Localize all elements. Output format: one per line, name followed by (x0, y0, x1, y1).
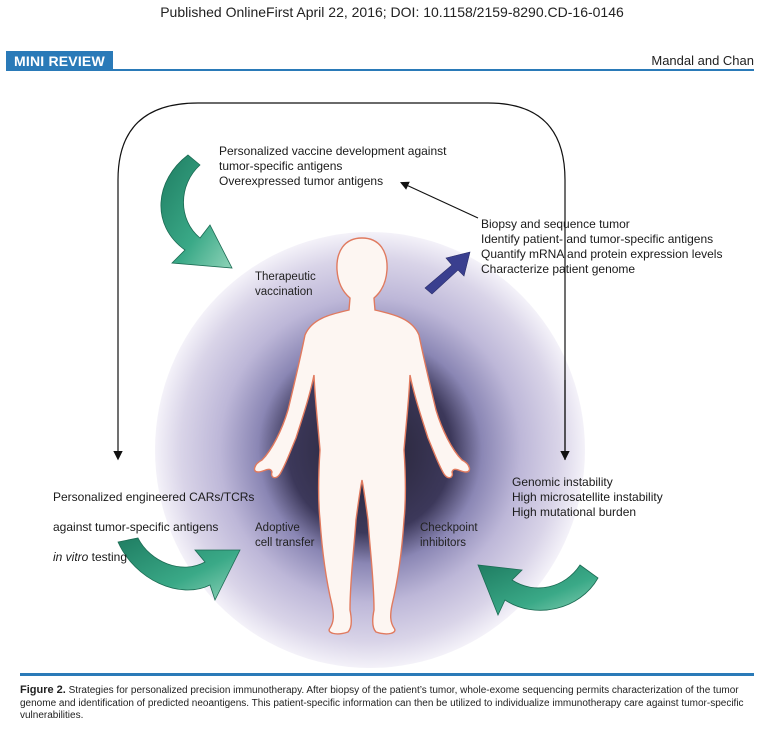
genomic-instability-text: Genomic instability High microsatellite … (512, 475, 663, 519)
cars-line-3-rest: testing (88, 550, 128, 564)
blue-arrow-biopsy (424, 251, 471, 295)
loop-line (113, 102, 566, 461)
section-badge: MINI REVIEW (6, 51, 113, 71)
figure-caption: Figure 2. Strategies for personalized pr… (20, 684, 754, 723)
publication-line: Published OnlineFirst April 22, 2016; DO… (160, 4, 624, 20)
figure-diagram (113, 102, 599, 668)
biopsy-text: Biopsy and sequence tumor Identify patie… (481, 217, 723, 276)
header-rule (6, 69, 754, 71)
in-vitro-italic: in vitro (53, 550, 89, 564)
cars-text: Personalized engineered CARs/TCRs agains… (53, 475, 254, 580)
green-arrow-checkpoint (477, 564, 599, 617)
running-authors: Mandal and Chan (651, 53, 754, 68)
cars-line-1: Personalized engineered CARs/TCRs (53, 490, 255, 504)
caption-label: Figure 2. (20, 684, 66, 696)
cars-line-3: in vitro testing (53, 550, 254, 565)
cars-line-2: against tumor-specific antigens (53, 520, 219, 534)
caption-text: Strategies for personalized precision im… (20, 685, 744, 721)
vaccine-development-text: Personalized vaccine development against… (219, 144, 447, 188)
biopsy-to-vaccine-arrow (400, 181, 479, 219)
human-body (253, 237, 471, 635)
therapeutic-vaccination-label: Therapeutic vaccination (255, 271, 316, 298)
caption-rule (20, 673, 754, 676)
green-arrow-vaccination (160, 154, 233, 269)
green-arrow-adoptive (117, 537, 241, 602)
checkpoint-inhibitors-label: Checkpoint inhibitors (420, 522, 478, 549)
adoptive-transfer-label: Adoptive cell transfer (255, 522, 315, 549)
